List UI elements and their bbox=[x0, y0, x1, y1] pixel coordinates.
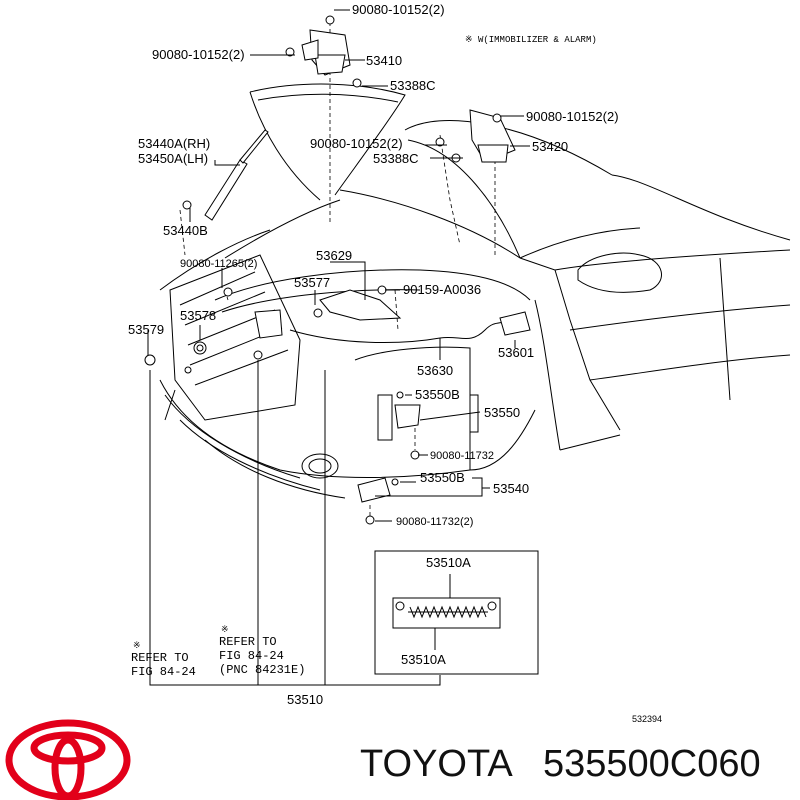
drawing-number: 532394 bbox=[632, 714, 662, 724]
label-90159-a0036: 90159-A0036 bbox=[403, 282, 481, 297]
leader-lines bbox=[147, 9, 530, 686]
label-53440a: 53440A(RH) bbox=[138, 136, 210, 151]
label-53550b-lower: 53550B bbox=[420, 470, 465, 485]
label-53579: 53579 bbox=[128, 322, 164, 337]
inset-detail-box bbox=[374, 550, 539, 675]
refer-note-left: ※ REFER TO FIG 84-24 bbox=[131, 641, 196, 679]
refer-right-line3: (PNC 84231E) bbox=[219, 663, 305, 677]
label-53510a-bottom: 53510A bbox=[401, 652, 446, 667]
label-53630: 53630 bbox=[417, 363, 453, 378]
label-90080-10152-mid: 90080-10152(2) bbox=[310, 136, 403, 151]
label-53388c-lower: 53388C bbox=[373, 151, 419, 166]
refer-right-line2: FIG 84-24 bbox=[219, 649, 284, 663]
label-90080-11732: 90080-11732 bbox=[430, 450, 494, 462]
part-number-labels: 90080-10152(2) 90080-10152(2) 53410 5338… bbox=[128, 2, 662, 724]
hood-lock-and-cable bbox=[144, 285, 531, 374]
refer-right-mark: ※ bbox=[221, 625, 229, 635]
label-53550: 53550 bbox=[484, 405, 520, 420]
reference-lines bbox=[179, 22, 496, 520]
label-53540: 53540 bbox=[493, 481, 529, 496]
label-53510a-top: 53510A bbox=[426, 555, 471, 570]
label-53578: 53578 bbox=[180, 308, 216, 323]
label-53510: 53510 bbox=[287, 692, 323, 707]
label-53450a: 53450A(LH) bbox=[138, 151, 208, 166]
part-number: 535500C060 bbox=[543, 743, 761, 785]
label-53440b: 53440B bbox=[163, 223, 208, 238]
hinge-lh-assembly bbox=[435, 109, 516, 163]
label-90080-10152-right: 90080-10152(2) bbox=[526, 109, 619, 124]
hood-support-strut bbox=[182, 129, 269, 221]
refer-left-line1: REFER TO bbox=[131, 651, 189, 665]
hinge-rh-assembly bbox=[285, 15, 362, 88]
refer-note-right: ※ REFER TO FIG 84-24 (PNC 84231E) bbox=[219, 625, 305, 677]
refer-left-line2: FIG 84-24 bbox=[131, 665, 196, 679]
label-53420: 53420 bbox=[532, 139, 568, 154]
brand-name: TOYOTA bbox=[360, 743, 513, 785]
note-immobilizer: ※ W(IMMOBILIZER & ALARM) bbox=[465, 35, 597, 45]
label-90080-10152-left: 90080-10152(2) bbox=[152, 47, 245, 62]
label-90080-10152-top: 90080-10152(2) bbox=[352, 2, 445, 17]
label-90080-11265: 90080-11265(2) bbox=[180, 258, 257, 270]
refer-right-line1: REFER TO bbox=[219, 635, 277, 649]
label-53577: 53577 bbox=[294, 275, 330, 290]
refer-left-mark: ※ bbox=[133, 641, 141, 651]
label-53629: 53629 bbox=[316, 248, 352, 263]
label-53410: 53410 bbox=[366, 53, 402, 68]
label-53550b-upper: 53550B bbox=[415, 387, 460, 402]
label-53388c-upper: 53388C bbox=[390, 78, 436, 93]
toyota-logo bbox=[5, 719, 131, 800]
label-53601: 53601 bbox=[498, 345, 534, 360]
label-90080-11732-2: 90080-11732(2) bbox=[396, 516, 473, 528]
lock-hook-assembly bbox=[357, 391, 421, 525]
